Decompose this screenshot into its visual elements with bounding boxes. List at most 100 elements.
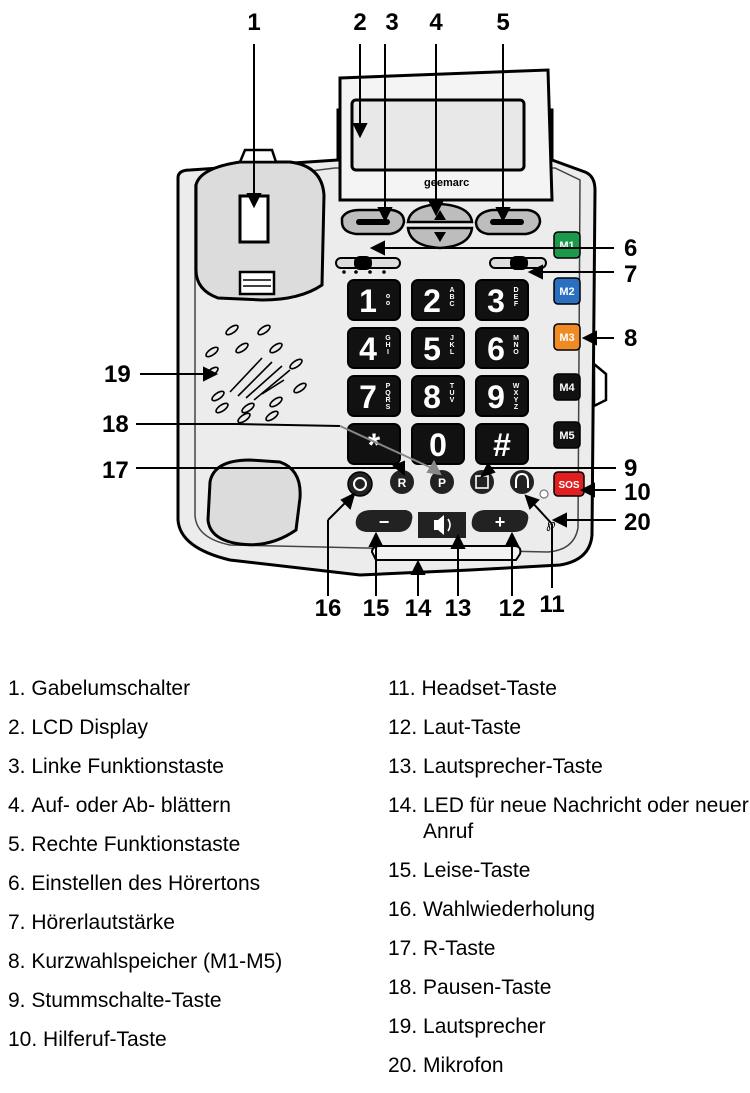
- volume-up-button[interactable]: [471, 510, 529, 532]
- legend-item-text: Pausen-Taste: [423, 976, 552, 999]
- keypad-key-letters: O: [513, 349, 519, 356]
- legend-item-text: Wahlwiederholung: [423, 898, 596, 921]
- keypad-key-digit: 2: [423, 283, 441, 319]
- callout-5: 5: [496, 9, 509, 36]
- keypad-key[interactable]: #: [475, 423, 529, 465]
- lcd-display: [350, 98, 526, 172]
- side-switch[interactable]: [592, 361, 608, 409]
- memory-key-5[interactable]: [553, 421, 581, 449]
- legend-item-number: 14.: [388, 794, 424, 817]
- legend-item-number: 18.: [388, 976, 424, 999]
- memory-key-2[interactable]: [553, 277, 581, 305]
- volume-up-label: +: [495, 512, 506, 532]
- keypad-key-body[interactable]: [347, 423, 401, 465]
- keypad-key-letters: S: [386, 404, 391, 411]
- keypad-key-digit: 7: [359, 379, 377, 415]
- callout-13: 13: [445, 595, 472, 622]
- volume-down-button[interactable]: [355, 510, 413, 532]
- memory-key-1[interactable]: [553, 231, 581, 259]
- headset-icon: [515, 472, 529, 488]
- keypad-key-body[interactable]: [411, 423, 465, 465]
- legend-item-text: LED für neue Nachricht oder neuer Anruf: [423, 794, 749, 843]
- keypad-key-body[interactable]: [347, 327, 401, 369]
- legend-item-number: 16.: [388, 898, 424, 921]
- memory-key-label: M3: [559, 332, 574, 344]
- legend-item: 6. Einstellen des Hörertons: [8, 871, 368, 897]
- memory-key-label: M5: [559, 430, 574, 442]
- legend-item-number: 4.: [8, 794, 32, 817]
- keypad-key-body[interactable]: [347, 279, 401, 321]
- sos-button[interactable]: [553, 471, 585, 497]
- callout-2: 2: [353, 9, 366, 36]
- callout-16: 16: [315, 595, 342, 622]
- legend-item: 9. Stummschalte-Taste: [8, 988, 368, 1014]
- keypad-key-body[interactable]: [411, 279, 465, 321]
- keypad-key[interactable]: *: [347, 423, 401, 465]
- redial-icon: [353, 477, 367, 491]
- keypad-key-letters: D: [513, 287, 518, 294]
- keypad-key-body[interactable]: [475, 279, 529, 321]
- keypad-key-body[interactable]: [475, 423, 529, 465]
- callout-17: 17: [102, 457, 129, 484]
- legend-item-number: 15.: [388, 859, 424, 882]
- callout-1: 1: [247, 9, 260, 36]
- pause-button-label: P: [438, 476, 446, 490]
- keypad-key-body[interactable]: [347, 375, 401, 417]
- legend-item-text: Linke Funktionstaste: [31, 755, 224, 778]
- legend-item: 4. Auf- oder Ab- blättern: [8, 793, 368, 819]
- keypad-key-body[interactable]: [411, 327, 465, 369]
- speaker-grille: [205, 324, 307, 424]
- legend-item-number: 6.: [8, 872, 32, 895]
- legend-item: 8. Kurzwahlspeicher (M1-M5): [8, 949, 368, 975]
- callout-20: 20: [624, 509, 651, 536]
- legend-item-text: Mikrofon: [423, 1054, 504, 1077]
- keypad-key-letters: o: [386, 293, 390, 300]
- legend-item: 7. Hörerlautstärke: [8, 910, 368, 936]
- keypad-key-letters: N: [513, 342, 518, 349]
- keypad-key-letters: X: [514, 390, 519, 397]
- legend-item-text: Einstellen des Hörertons: [31, 872, 261, 895]
- memory-key-4[interactable]: [553, 373, 581, 401]
- legend-item-text: Leise-Taste: [423, 859, 531, 882]
- legend-item-number: 8.: [8, 950, 32, 973]
- legend-item-text: Laut-Taste: [423, 716, 522, 739]
- callout-9: 9: [624, 455, 637, 482]
- pause-button[interactable]: [430, 470, 454, 494]
- keypad-key-letters: P: [386, 383, 391, 390]
- keypad-key-letters: Z: [514, 404, 519, 411]
- legend-item: 10. Hilferuf-Taste: [8, 1027, 368, 1053]
- memory-key-3[interactable]: [553, 323, 581, 351]
- callout-10: 10: [624, 479, 651, 506]
- keypad-key-digit: 5: [423, 331, 441, 367]
- legend-item-text: Hörerlautstärke: [31, 911, 175, 934]
- memory-key-label: M1: [559, 240, 574, 252]
- legend-item-number: 17.: [388, 937, 424, 960]
- speaker-icon: [434, 515, 444, 535]
- callout-18: 18: [102, 411, 129, 438]
- keypad-key-letters: H: [385, 342, 390, 349]
- r-button[interactable]: [390, 470, 414, 494]
- keypad-key[interactable]: 0: [411, 423, 465, 465]
- redial-button[interactable]: [347, 471, 373, 497]
- legend-item-number: 1.: [8, 677, 32, 700]
- legend-item: 14. LED für neue Nachricht oder neuer An…: [388, 793, 750, 845]
- keypad-key-body[interactable]: [411, 375, 465, 417]
- legend-item-text: LCD Display: [31, 716, 149, 739]
- keypad-key-letters: F: [514, 301, 519, 308]
- legend-item: 17. R-Taste: [388, 936, 750, 962]
- keypad-key-body[interactable]: [475, 375, 529, 417]
- keypad-key-body[interactable]: [475, 327, 529, 369]
- legend-item-number: 10.: [8, 1028, 44, 1051]
- legend-item-text: Lautsprecher: [423, 1015, 546, 1038]
- legend-item-text: Stummschalte-Taste: [31, 989, 222, 1012]
